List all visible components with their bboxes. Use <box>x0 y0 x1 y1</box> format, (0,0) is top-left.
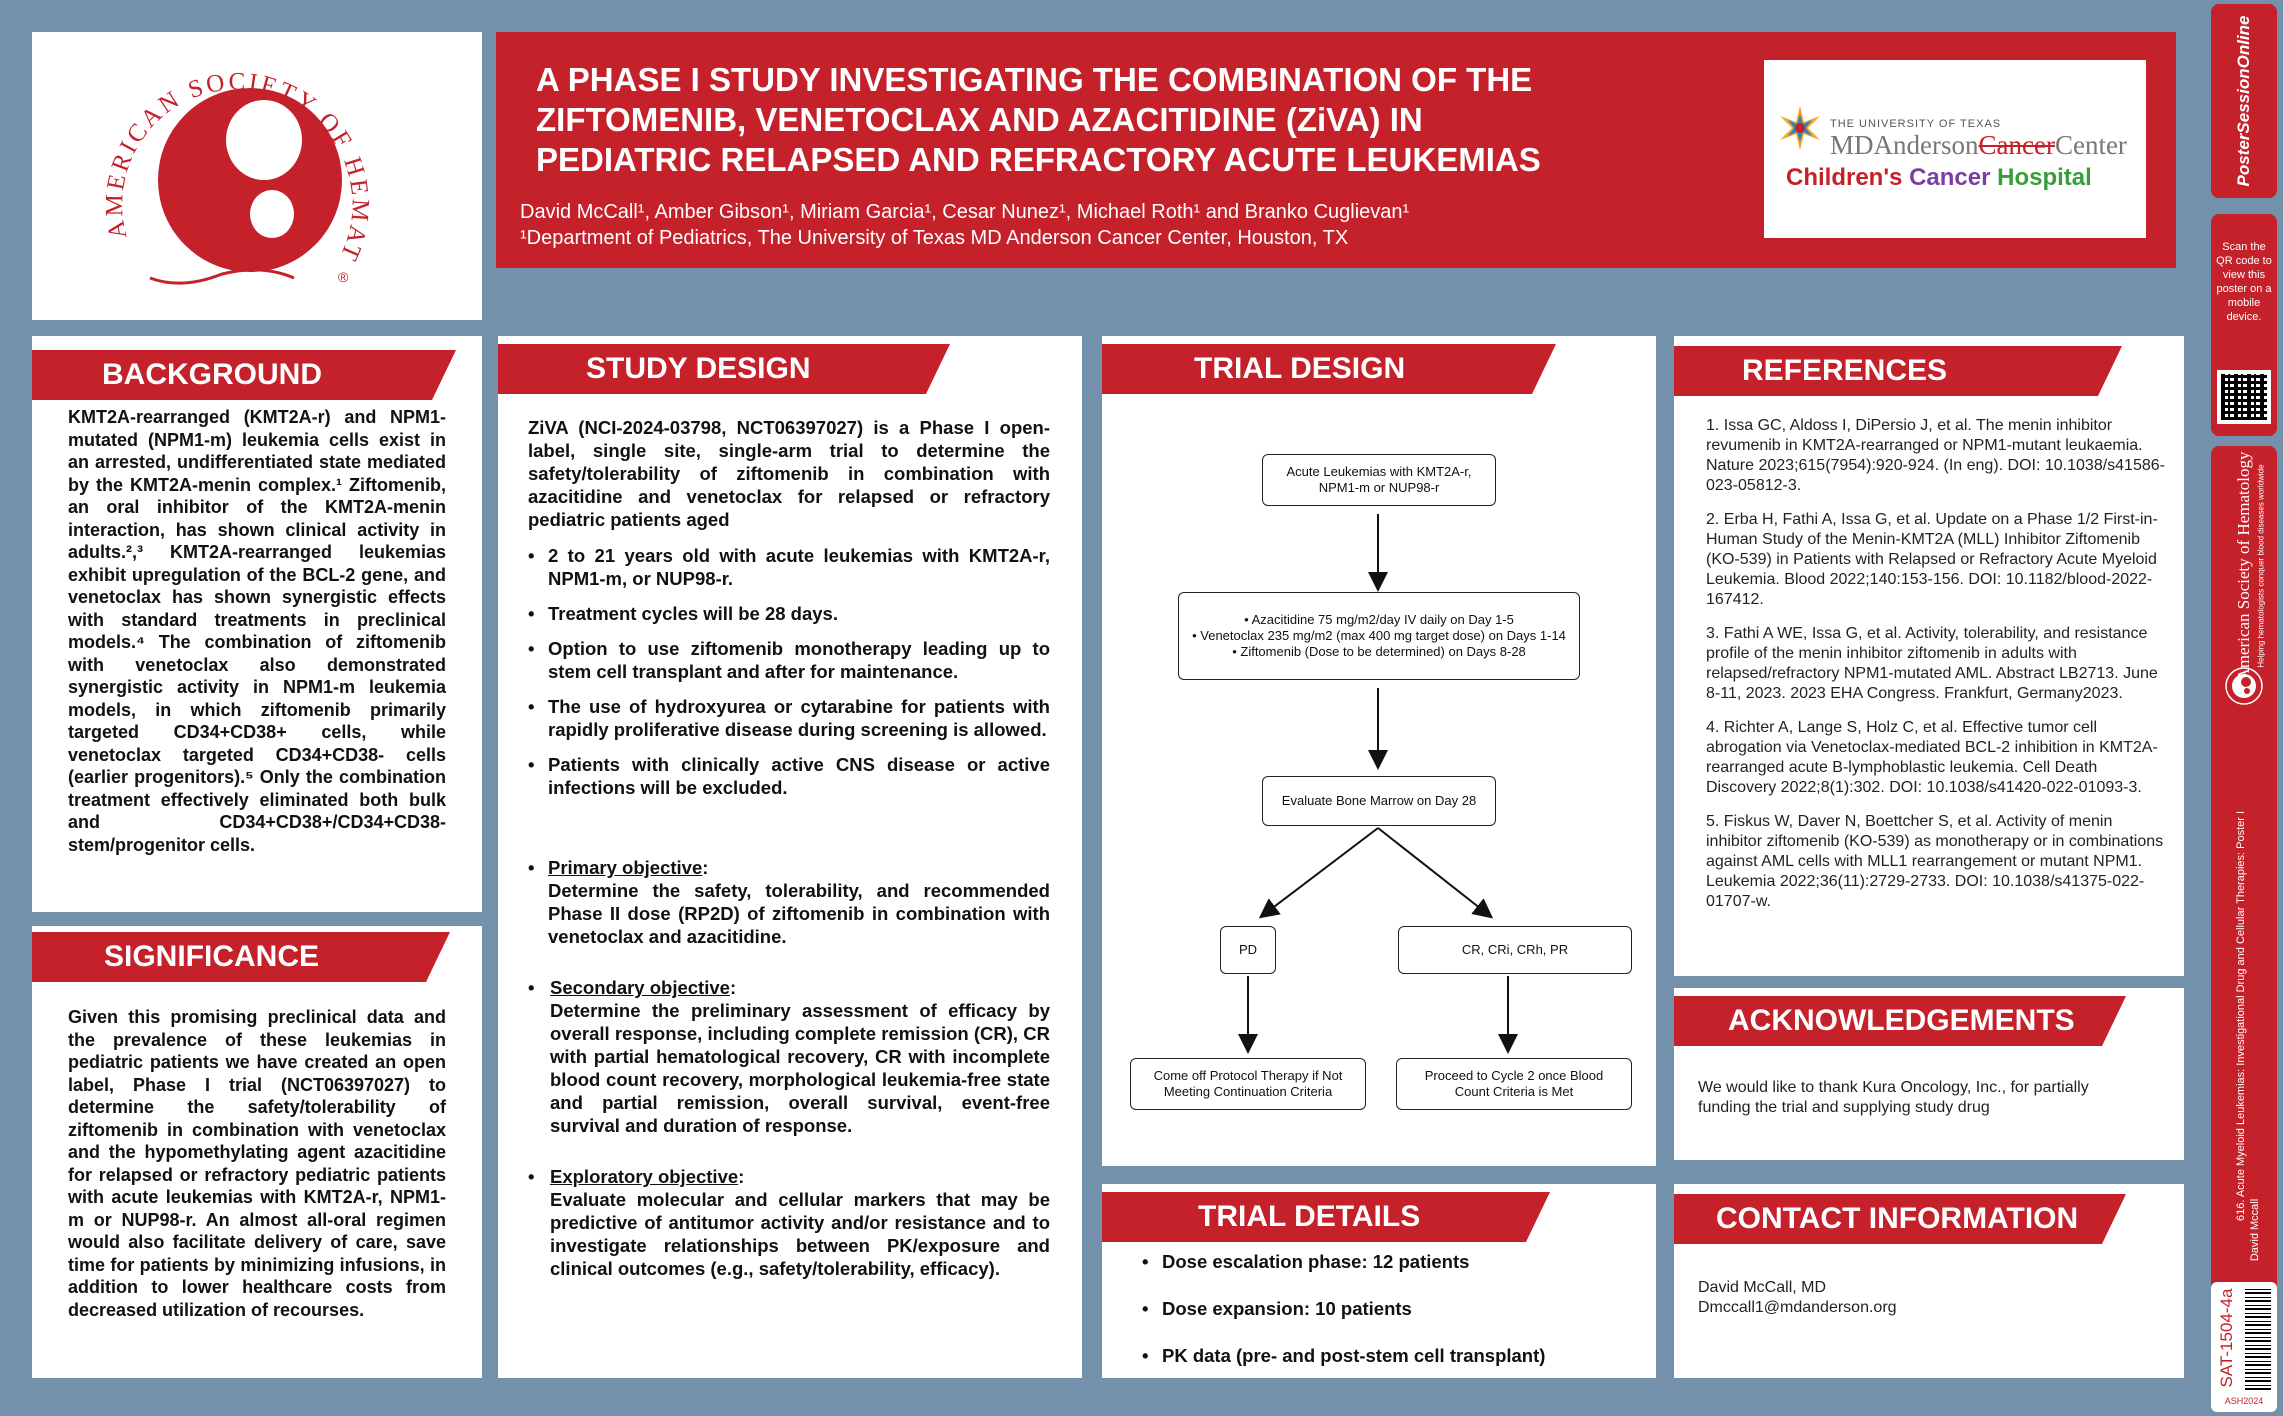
background-panel: BACKGROUND KMT2A-rearranged (KMT2A-r) an… <box>32 336 482 912</box>
flowchart-arrows <box>1238 514 1518 1054</box>
trial-details-heading: TRIAL DETAILS <box>1102 1192 1550 1242</box>
mda-name: MDAnderson <box>1830 130 1979 160</box>
mda-cancer-struck: Cancer <box>1978 130 2055 160</box>
poster-title: A PHASE I STUDY INVESTIGATING THE COMBIN… <box>536 60 1716 180</box>
exploratory-objective-text: Evaluate molecular and cellular markers … <box>550 1189 1050 1279</box>
trial-details-panel: TRIAL DETAILS Dose escalation phase: 12 … <box>1102 1184 1656 1378</box>
mda-logo: THE UNIVERSITY OF TEXAS MDAndersonCancer… <box>1764 60 2146 238</box>
session-title: 616. Acute Myeloid Leukemias: Investigat… <box>2235 810 2247 1222</box>
regimen-item: • Ziftomenib (Dose to be determined) on … <box>1232 644 1526 659</box>
trial-design-panel: TRIAL DESIGN Acute Leukemias with KMT2A-… <box>1102 336 1656 1166</box>
list-item: Treatment cycles will be 28 days. <box>528 602 1050 625</box>
qr-panel: Scan the QR code to view this poster on … <box>2211 214 2277 436</box>
authors: David McCall¹, Amber Gibson¹, Miriam Gar… <box>520 201 1410 223</box>
ash-sidebar-logo-icon <box>2225 667 2263 705</box>
ash-registered-mark: ® <box>338 269 349 285</box>
flow-box-off-protocol: Come off Protocol Therapy if Not Meeting… <box>1130 1058 1366 1110</box>
sidebar-author: David Mccall <box>2249 1198 2261 1262</box>
references-heading: REFERENCES <box>1674 346 2122 396</box>
significance-text: Given this promising preclinical data an… <box>68 1007 446 1320</box>
trial-design-heading: TRIAL DESIGN <box>1102 344 1556 394</box>
regimen-item: • Venetoclax 235 mg/m2 (max 400 mg targe… <box>1192 628 1566 643</box>
title-line-3: PEDIATRIC RELAPSED AND REFRACTORY ACUTE … <box>536 141 1541 178</box>
acknowledgements-heading: ACKNOWLEDGEMENTS <box>1674 996 2126 1046</box>
significance-heading: SIGNIFICANCE <box>32 932 450 982</box>
reference-item: 5. Fiskus W, Daver N, Boettcher S, et al… <box>1706 813 2164 910</box>
sidebar: PosterSessionOnline Scan the QR code to … <box>2205 0 2283 1416</box>
reference-item: 2. Erba H, Fathi A, Issa G, et al. Updat… <box>1706 511 2158 608</box>
objectives: • Primary objective: Determine the safet… <box>528 856 1050 1280</box>
reference-list: 1. Issa GC, Aldoss I, DiPersio J, et al.… <box>1706 416 2168 926</box>
primary-objective-label: Primary objective <box>548 857 703 878</box>
acknowledgements-text: We would like to thank Kura Oncology, In… <box>1698 1079 2089 1116</box>
contact-panel: CONTACT INFORMATION David McCall, MD Dmc… <box>1674 1184 2184 1378</box>
poster-id-panel: SAT-1504-4a ASH2024 <box>2211 1282 2277 1412</box>
study-design-intro: ZiVA (NCI-2024-03798, NCT06397027) is a … <box>528 417 1050 530</box>
flow-box-pd: PD <box>1220 926 1276 974</box>
contact-name: David McCall, MD <box>1698 1279 1827 1296</box>
reference-item: 4. Richter A, Lange S, Holz C, et al. Ef… <box>1706 719 2158 796</box>
study-design-panel: STUDY DESIGN ZiVA (NCI-2024-03798, NCT06… <box>498 336 1082 1378</box>
flow-box-population: Acute Leukemias with KMT2A-r, NPM1-m or … <box>1262 454 1496 506</box>
contact-heading: CONTACT INFORMATION <box>1674 1194 2126 1244</box>
pso-brand: PosterSessionOnline <box>2234 15 2253 187</box>
reference-item: 1. Issa GC, Aldoss I, DiPersio J, et al.… <box>1706 417 2165 494</box>
pso-badge: PosterSessionOnline <box>2211 4 2277 198</box>
references-panel: REFERENCES 1. Issa GC, Aldoss I, DiPersi… <box>1674 336 2184 976</box>
secondary-objective: • Secondary objective: Determine the pre… <box>528 977 1050 1136</box>
poster-id: SAT-1504-4a <box>2217 1288 2236 1388</box>
ash-logo: AMERICAN SOCIETY OF HEMATOLOGY ® <box>21 11 370 285</box>
ash-sidebar-panel: American Society of Hematology Helping h… <box>2211 446 2277 1374</box>
list-item: Dose escalation phase: 12 patients <box>1142 1250 1632 1273</box>
reference-item: 3. Fathi A WE, Issa G, et al. Activity, … <box>1706 625 2158 702</box>
affiliation: ¹Department of Pediatrics, The Universit… <box>520 227 1349 249</box>
qr-instructions: Scan the QR code to view this poster on … <box>2216 241 2272 323</box>
flow-box-evaluation: Evaluate Bone Marrow on Day 28 <box>1262 776 1496 826</box>
list-item: The use of hydroxyurea or cytarabine for… <box>528 695 1050 741</box>
cancer-word: Cancer <box>1909 164 1991 191</box>
childrens-word: Children's <box>1786 164 1903 191</box>
barcode-icon <box>2245 1286 2271 1390</box>
title-line-2: ZIFTOMENIB, VENETOCLAX AND AZACITIDINE (… <box>536 101 1423 138</box>
list-item: Patients with clinically active CNS dise… <box>528 753 1050 799</box>
study-design-heading: STUDY DESIGN <box>498 344 950 394</box>
background-text: KMT2A-rearranged (KMT2A-r) and NPM1-muta… <box>68 407 446 855</box>
exploratory-objective-label: Exploratory objective <box>550 1166 739 1187</box>
significance-panel: SIGNIFICANCE Given this promising precli… <box>32 926 482 1378</box>
ash-sidebar-tagline: Helping hematologists conquer blood dise… <box>2256 464 2266 668</box>
list-item: Dose expansion: 10 patients <box>1142 1297 1632 1320</box>
flow-box-regimen: • Azacitidine 75 mg/m2/day IV daily on D… <box>1178 592 1580 680</box>
contact-email: Dmccall1@mdanderson.org <box>1698 1299 1897 1316</box>
primary-objective: • Primary objective: Determine the safet… <box>528 857 1050 947</box>
title-banner: A PHASE I STUDY INVESTIGATING THE COMBIN… <box>496 32 2176 268</box>
exploratory-objective: • Exploratory objective: Evaluate molecu… <box>528 1166 1050 1279</box>
qr-code-icon[interactable] <box>2217 370 2271 424</box>
secondary-objective-text: Determine the preliminary assessment of … <box>550 1000 1050 1136</box>
mda-star-icon <box>1780 106 1820 150</box>
background-heading: BACKGROUND <box>32 350 456 400</box>
meeting-code: ASH2024 <box>2224 1396 2264 1406</box>
eligibility-list: 2 to 21 years old with acute leukemias w… <box>528 544 1050 811</box>
flow-box-cycle-2: Proceed to Cycle 2 once Blood Count Crit… <box>1396 1058 1632 1110</box>
list-item: Option to use ziftomenib monotherapy lea… <box>528 637 1050 683</box>
ash-logo-panel: AMERICAN SOCIETY OF HEMATOLOGY ® <box>21 11 482 320</box>
trial-details-list: Dose escalation phase: 12 patients Dose … <box>1142 1250 1632 1379</box>
acknowledgements-panel: ACKNOWLEDGEMENTS We would like to thank … <box>1674 988 2184 1160</box>
title-line-1: A PHASE I STUDY INVESTIGATING THE COMBIN… <box>536 61 1533 98</box>
hospital-word: Hospital <box>1997 164 2092 191</box>
primary-objective-text: Determine the safety, tolerability, and … <box>548 880 1050 947</box>
regimen-item: • Azacitidine 75 mg/m2/day IV daily on D… <box>1244 612 1514 627</box>
flow-box-response: CR, CRi, CRh, PR <box>1398 926 1632 974</box>
mda-university-line: THE UNIVERSITY OF TEXAS <box>1830 118 2002 130</box>
list-item: PK data (pre- and post-stem cell transpl… <box>1142 1344 1632 1367</box>
ash-sidebar-name: American Society of Hematology <box>2234 451 2253 681</box>
secondary-objective-label: Secondary objective <box>550 977 730 998</box>
list-item: 2 to 21 years old with acute leukemias w… <box>528 544 1050 590</box>
mda-center: Center <box>2054 130 2127 160</box>
